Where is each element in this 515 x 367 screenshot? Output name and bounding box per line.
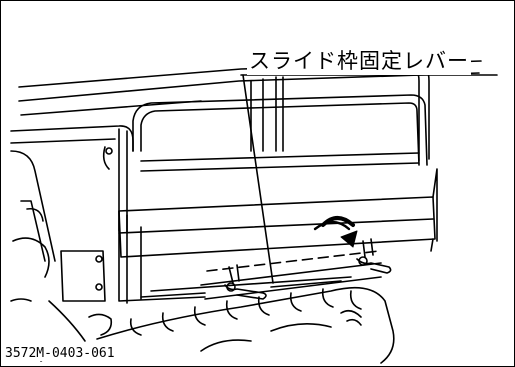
right-frame-tubes bbox=[250, 65, 430, 162]
guard-loop bbox=[132, 94, 428, 172]
left-side-frame bbox=[10, 125, 134, 234]
callout-label: スライド枠固定レバー bbox=[247, 45, 471, 75]
left-machinery bbox=[10, 150, 113, 362]
lock-lever-left bbox=[224, 264, 267, 300]
lock-lever-right bbox=[356, 238, 392, 274]
slide-rail bbox=[200, 250, 382, 300]
slide-frame bbox=[118, 168, 438, 304]
callout-leader-line bbox=[242, 74, 274, 284]
crawler-track bbox=[96, 286, 395, 364]
rotate-arrow bbox=[313, 216, 358, 248]
figure-id: 3572M-0403-061 bbox=[4, 345, 117, 361]
